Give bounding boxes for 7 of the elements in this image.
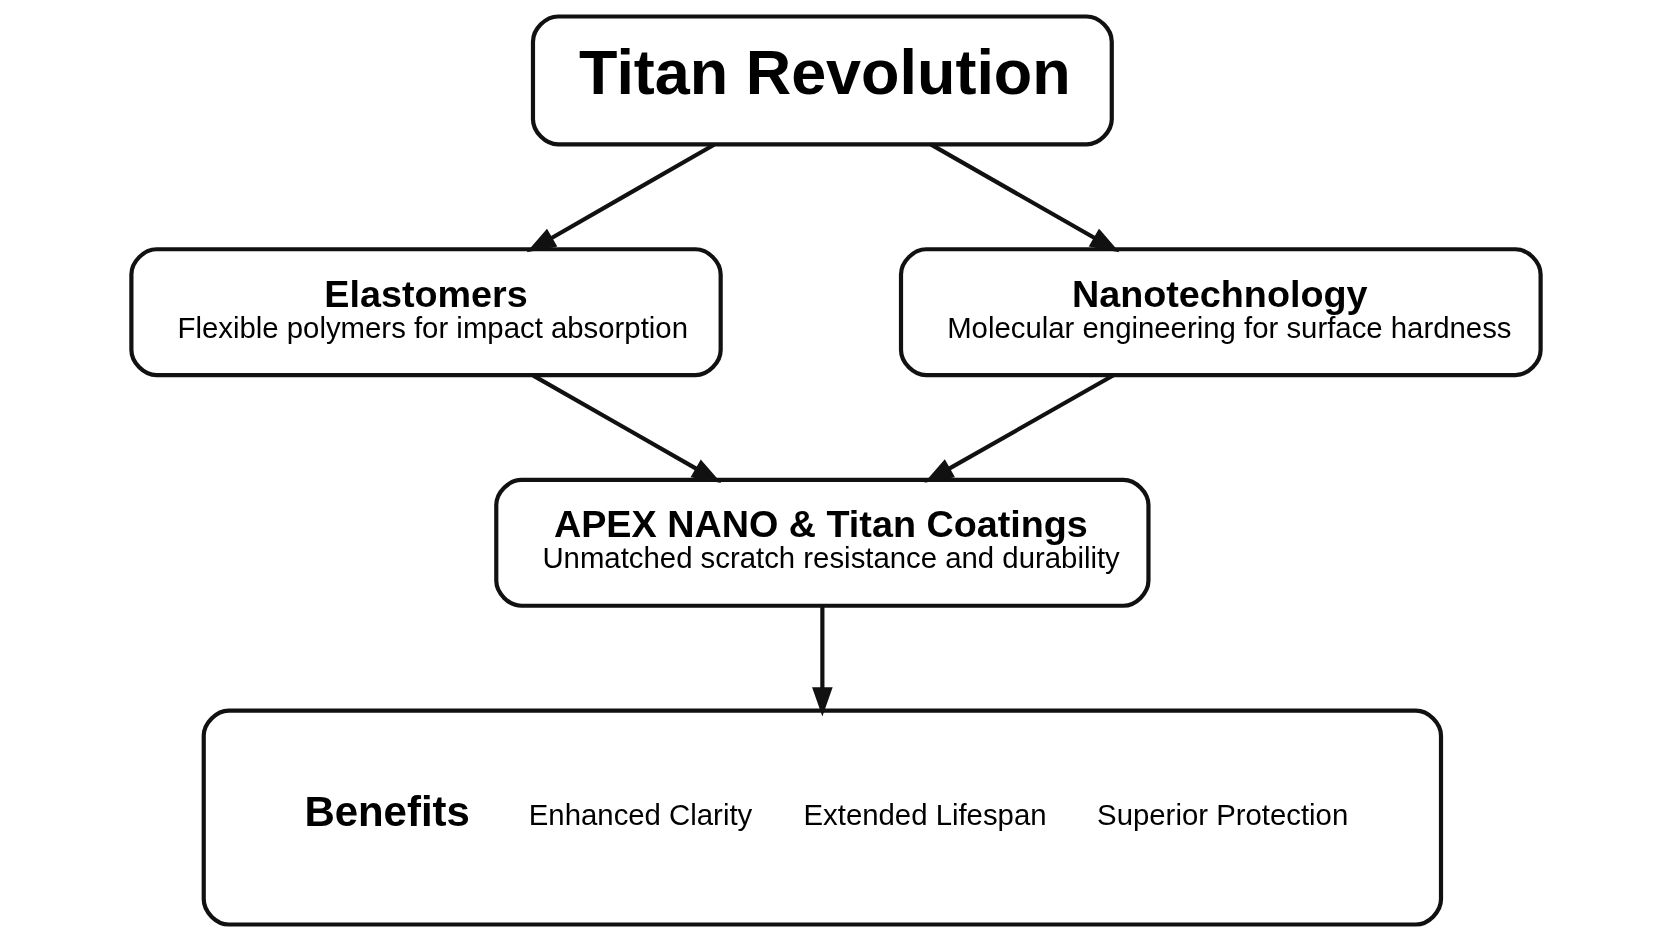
arrow (812, 606, 833, 717)
node-box: Nanotechnology Molecular engineering for surface hardness (898, 247, 1543, 378)
node-box: Benefits Enhanced Clarity Extended Lifespan Superior Protection (201, 708, 1444, 927)
arrow (929, 142, 1120, 253)
node-box: Titan Revolution (530, 14, 1114, 147)
node-box: Elastomers Flexible polymers for impact absorption (129, 247, 723, 378)
node-box: APEX NANO & Titan Coatings Unmatched scratch resistance and durability (494, 477, 1151, 608)
